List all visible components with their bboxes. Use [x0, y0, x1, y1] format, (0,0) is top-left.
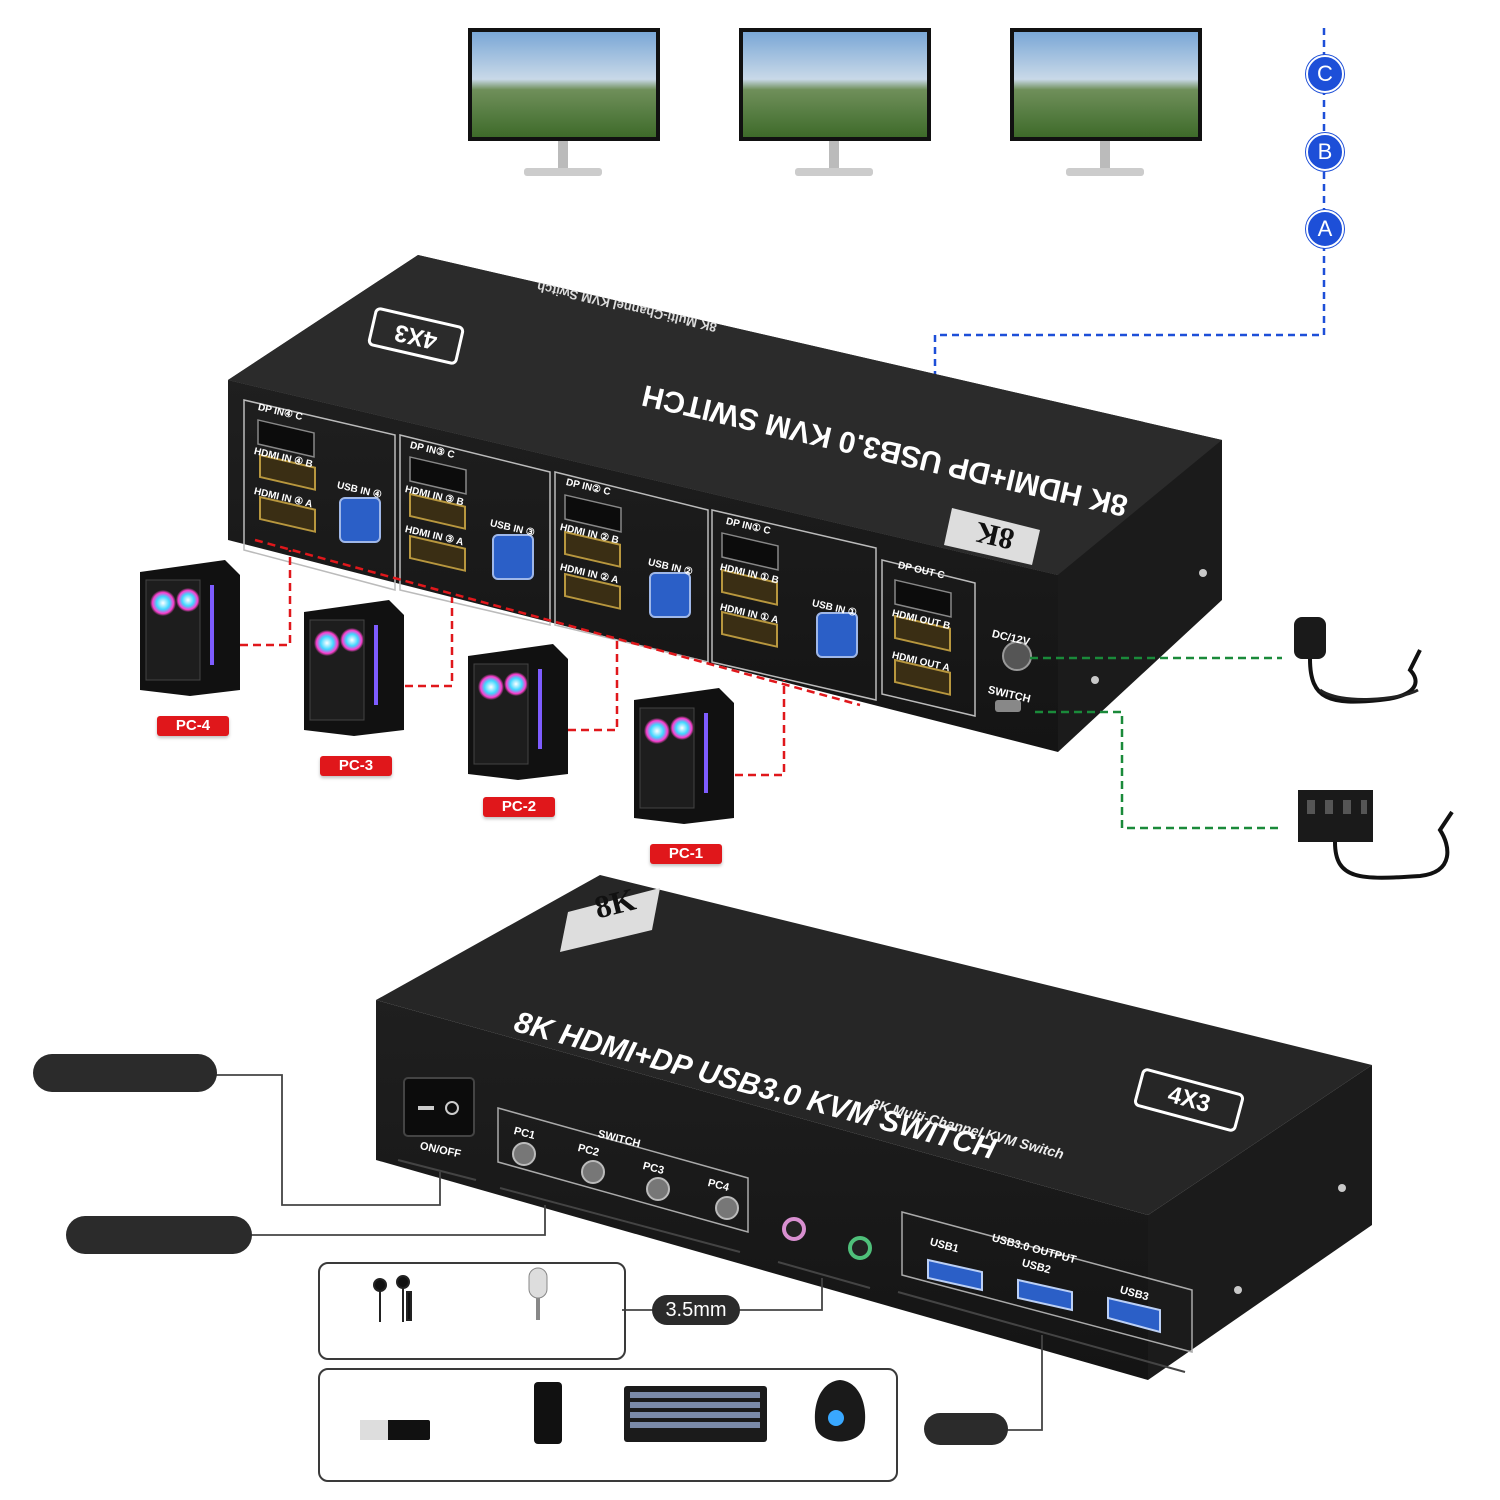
pc-2-tag: PC-2	[483, 797, 555, 817]
kvm-front-unit	[376, 569, 1372, 1380]
mouse-icon	[814, 1380, 866, 1442]
power-bank-icon	[534, 1382, 562, 1444]
leader-lines	[215, 1074, 1043, 1431]
callout-usb-pill	[924, 1413, 1008, 1445]
pc-tower-1	[634, 688, 734, 824]
pc-1-tag: PC-1	[650, 844, 722, 864]
monitor-1	[468, 28, 660, 176]
usb-drive-icon	[360, 1420, 430, 1440]
keyboard-icon	[624, 1386, 767, 1442]
remote-switch-icon	[1298, 790, 1454, 880]
callout-power-pill	[33, 1054, 217, 1092]
power-adapter-icon	[1294, 617, 1422, 704]
usb-accessories-box	[318, 1368, 898, 1482]
channel-a-badge: A	[1306, 210, 1344, 248]
underlines	[397, 1159, 1186, 1373]
pc-tower-2	[468, 644, 568, 780]
power-cables	[1030, 656, 1282, 830]
pc-tower-4	[140, 560, 240, 696]
monitor-3	[1010, 28, 1202, 176]
pc-tower-3	[304, 600, 404, 736]
pc-3-tag: PC-3	[320, 756, 392, 776]
channel-c-badge: C	[1306, 55, 1344, 93]
kvm-rear-unit	[228, 255, 1222, 752]
audio-accessories-box	[318, 1262, 626, 1360]
microphone-icon	[528, 1267, 548, 1320]
usb-video-cables	[240, 538, 861, 777]
pc-4-tag: PC-4	[157, 716, 229, 736]
channel-b-badge: B	[1306, 133, 1344, 171]
callout-switch-pill	[66, 1216, 252, 1254]
audio-jack-label: 3.5mm	[652, 1295, 740, 1325]
earphones-icon	[373, 1275, 412, 1322]
monitor-2	[739, 28, 931, 176]
